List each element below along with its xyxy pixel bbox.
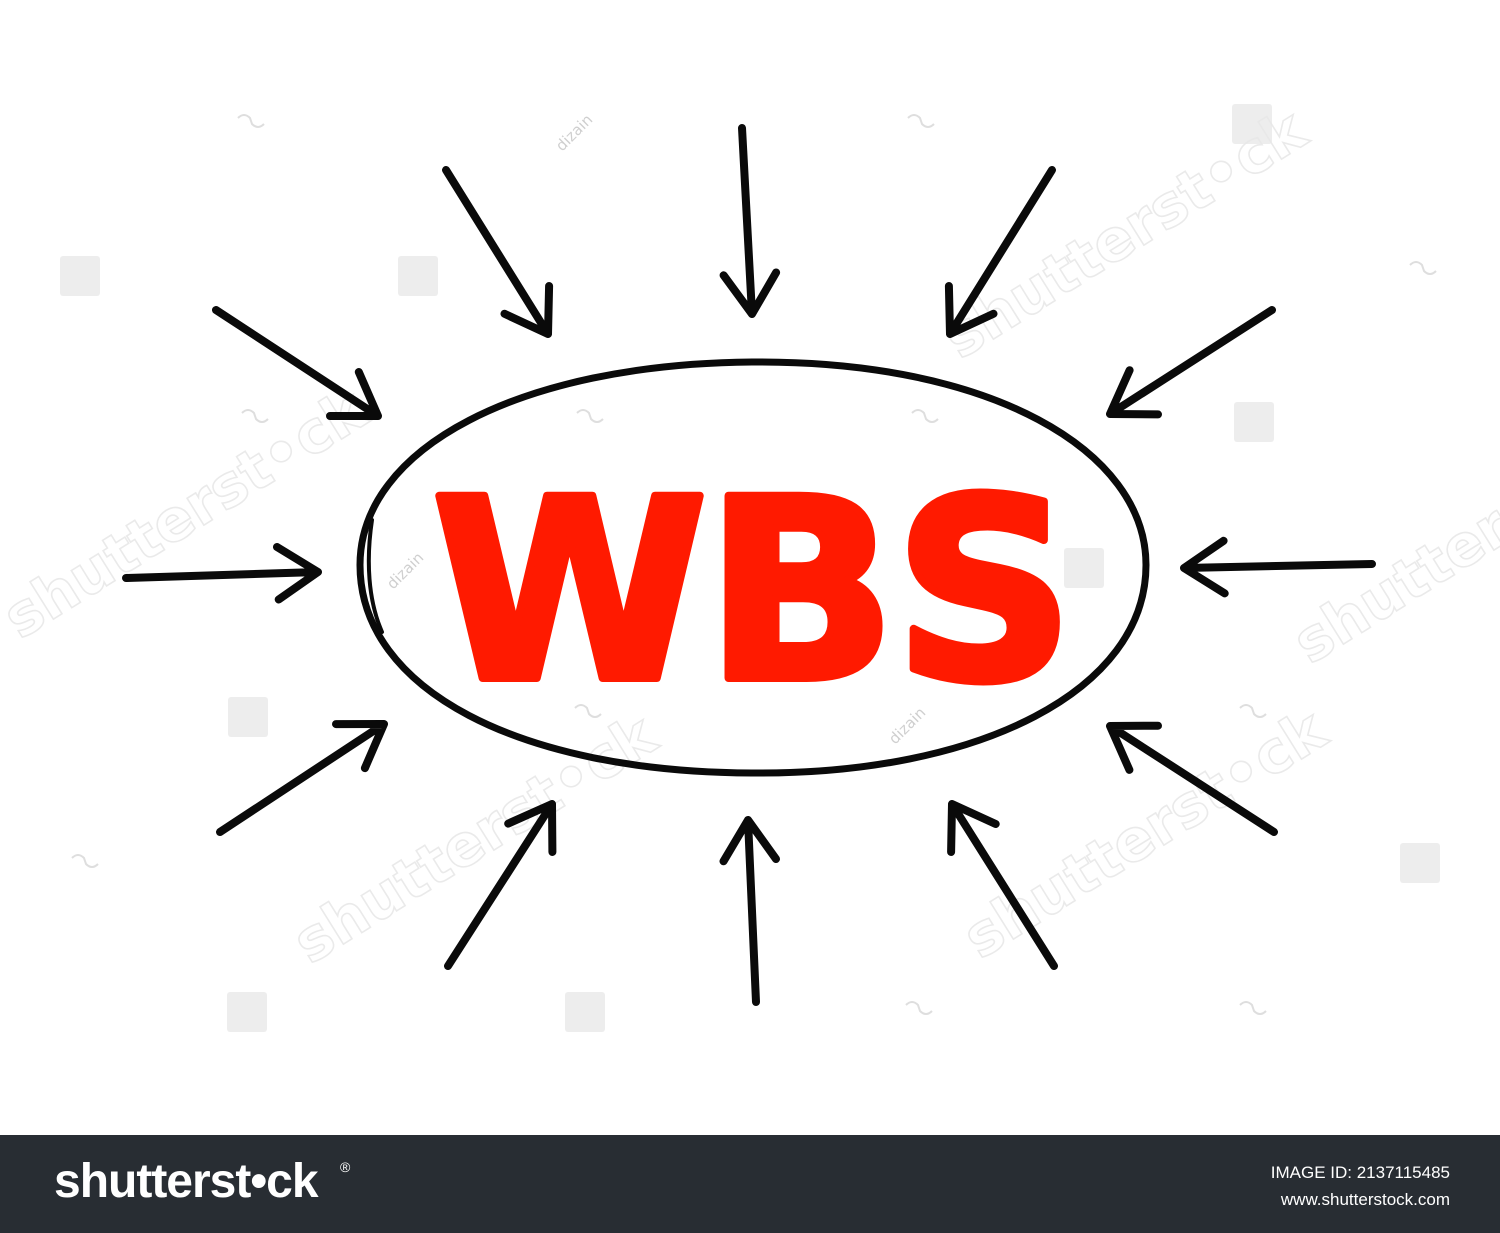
arrow-11 (719, 816, 780, 1006)
watermark-square (227, 992, 267, 1032)
arrow-4 (212, 306, 382, 420)
arrow-2 (719, 124, 781, 318)
image-id-label: IMAGE ID: 2137115485 (1270, 1163, 1450, 1182)
watermark-footer-bar: shutterst•ck ® IMAGE ID: 2137115485 www.… (0, 1135, 1500, 1233)
arrow-6 (122, 543, 322, 604)
ellipse-outline (356, 358, 1150, 777)
illustration: shutterst•ck shutterst•ck shutterst•ck s… (0, 94, 1500, 1032)
arrow-10 (444, 800, 557, 970)
watermark-square (60, 256, 100, 296)
watermark-link-glyph (905, 1001, 933, 1015)
arrow-9 (1106, 721, 1278, 836)
watermark-link-glyph (1239, 704, 1267, 718)
watermark-square (1400, 843, 1440, 883)
arrow-5 (1106, 306, 1276, 419)
watermark-link-glyph (574, 704, 602, 718)
watermark-link-glyph (576, 409, 604, 423)
watermark-contributor: dizain (552, 111, 596, 155)
watermark-contributor: dizain (383, 549, 427, 593)
watermark-brand-text: shutterst•ck (281, 700, 668, 977)
watermark-link-glyph (1239, 1001, 1267, 1015)
arrow-1 (442, 166, 554, 338)
arrow-7 (1180, 536, 1376, 598)
site-url-label: www.shutterstock.com (1280, 1190, 1450, 1209)
watermark-square (1232, 104, 1272, 144)
watermark-link-glyph (241, 409, 269, 423)
arrow-12 (947, 800, 1058, 970)
registered-mark: ® (340, 1159, 351, 1175)
watermark-square (1064, 548, 1104, 588)
arrow-3 (944, 166, 1056, 338)
watermark-brand-text: shutterst•ck (1281, 400, 1500, 677)
watermark-link-glyph (907, 114, 935, 128)
watermark-square (398, 256, 438, 296)
shutterstock-logo: shutterst•ck (54, 1155, 319, 1208)
watermark-link-glyph (237, 114, 265, 128)
arrow-8 (216, 720, 388, 836)
arrow-group (122, 124, 1376, 1006)
watermark-square (228, 697, 268, 737)
watermark-link-glyph (1409, 261, 1437, 275)
watermark-link-glyph (911, 409, 939, 423)
watermark-square (565, 992, 605, 1032)
watermark-link-glyph (71, 854, 99, 868)
center-word-wbs: WBS (432, 446, 1072, 737)
watermark-square (1234, 402, 1274, 442)
ellipse-overdraw (366, 518, 384, 634)
watermark-brand-text: shutterst•ck (0, 375, 379, 652)
